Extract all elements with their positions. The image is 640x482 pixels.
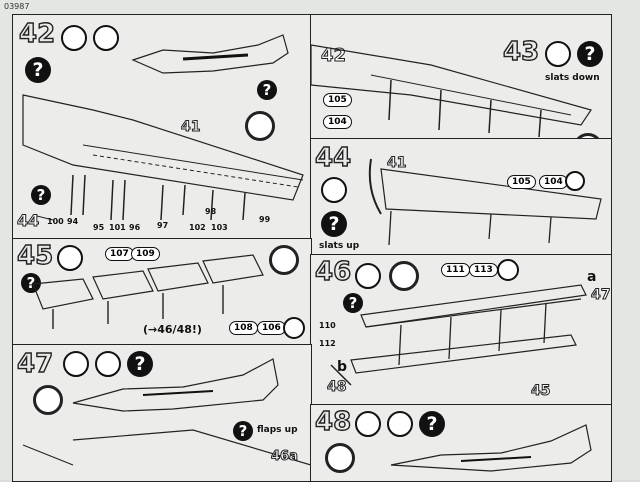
ref-a: a <box>587 269 597 285</box>
paint-brush-icon <box>387 411 413 437</box>
step-caption: slats up <box>319 241 360 251</box>
part-110: 110 <box>319 321 336 330</box>
part-102: 102 <box>189 223 206 232</box>
clock-icon <box>389 261 419 291</box>
flap-hinge-drawing <box>32 254 264 329</box>
part-106: 106 <box>257 321 286 335</box>
question-mark-icon: ? <box>127 351 153 377</box>
slat-up-drawing <box>368 158 602 246</box>
part-104: 104 <box>539 175 568 189</box>
sheet-reference: 03987 <box>4 2 30 11</box>
part-97: 97 <box>157 221 169 230</box>
question-mark-icon: ? <box>577 41 603 67</box>
part-45: 45 <box>530 383 551 400</box>
clock-icon <box>325 443 355 473</box>
part-46a: 46a <box>271 449 299 465</box>
question-mark-icon: ? <box>25 57 51 83</box>
glue-tube-icon <box>63 351 89 377</box>
ref-47: 47 <box>590 287 611 304</box>
step-44-panel: 44 ? slats up 41 105 104 <box>310 138 612 256</box>
question-mark-icon: ? <box>21 273 41 293</box>
reference-note: (→46/48!) <box>143 323 202 336</box>
part-98: 98 <box>205 207 217 216</box>
question-mark-icon: ? <box>31 185 51 205</box>
step-43-panel: 42 43 ? slats down 105 104 <box>310 14 612 140</box>
step-42-panel: 42 ? ? ? 41 100 94 95 101 96 97 98 <box>12 14 312 240</box>
paint-brush-icon <box>283 317 305 339</box>
question-mark-icon: ? <box>343 293 363 313</box>
ref-b: b <box>337 359 348 375</box>
part-108: 108 <box>229 321 258 335</box>
question-mark-icon: ? <box>257 80 277 100</box>
glue-tube-icon <box>57 245 83 271</box>
paint-brush-icon <box>95 351 121 377</box>
paint-brush-icon <box>565 171 585 191</box>
step-number: 42 <box>18 18 56 49</box>
part-100: 100 <box>47 217 64 226</box>
clock-icon <box>269 245 299 275</box>
step-number: 48 <box>314 406 352 437</box>
glue-tube-icon <box>355 263 381 289</box>
part-109: 109 <box>131 247 160 261</box>
part-41: 41 <box>386 155 407 172</box>
part-99: 99 <box>259 215 271 224</box>
paint-brush-icon <box>93 25 119 51</box>
glue-tube-icon <box>545 41 571 67</box>
question-mark-icon: ? <box>419 411 445 437</box>
ref-48: 48 <box>326 379 347 396</box>
glue-tube-icon <box>61 25 87 51</box>
part-96: 96 <box>129 223 141 232</box>
part-95: 95 <box>93 223 105 232</box>
paint-brush-icon <box>497 259 519 281</box>
part-105: 105 <box>507 175 536 189</box>
step-46-panel: 46 ? 111 113 a 47 110 112 b 48 45 <box>310 254 612 406</box>
step-number: 45 <box>16 240 54 271</box>
clock-icon <box>245 111 275 141</box>
step-45-panel: 45 ? 107 109 (→46/48!) 108 106 <box>12 238 312 346</box>
aircraft-side-drawing <box>22 358 311 466</box>
step-number: 44 <box>314 142 352 173</box>
step-caption: flaps up <box>257 425 298 435</box>
part-112: 112 <box>319 339 336 348</box>
flap-assembly-drawing <box>330 284 587 386</box>
part-41: 41 <box>180 119 201 136</box>
step-48-panel: 48 ? <box>310 404 612 482</box>
step-number: 47 <box>16 348 54 379</box>
glue-tube-icon <box>321 177 347 203</box>
part-105: 105 <box>323 93 352 107</box>
part-44: 44 <box>16 211 40 231</box>
aircraft-side-drawing <box>390 424 592 472</box>
step-number: 46 <box>314 256 352 287</box>
step-caption: slats down <box>545 73 600 83</box>
part-101: 101 <box>109 223 126 232</box>
clock-icon <box>33 385 63 415</box>
step-number: 43 <box>502 36 540 67</box>
part-94: 94 <box>67 217 79 226</box>
wing-assembly-drawing <box>22 34 304 221</box>
glue-tube-icon <box>355 411 381 437</box>
question-mark-icon: ? <box>233 421 253 441</box>
slat-down-drawing <box>311 44 592 138</box>
part-103: 103 <box>211 223 228 232</box>
part-104: 104 <box>323 115 352 129</box>
step-47-panel: 47 ? ? flaps up 46a <box>12 344 312 482</box>
question-mark-icon: ? <box>321 211 347 237</box>
